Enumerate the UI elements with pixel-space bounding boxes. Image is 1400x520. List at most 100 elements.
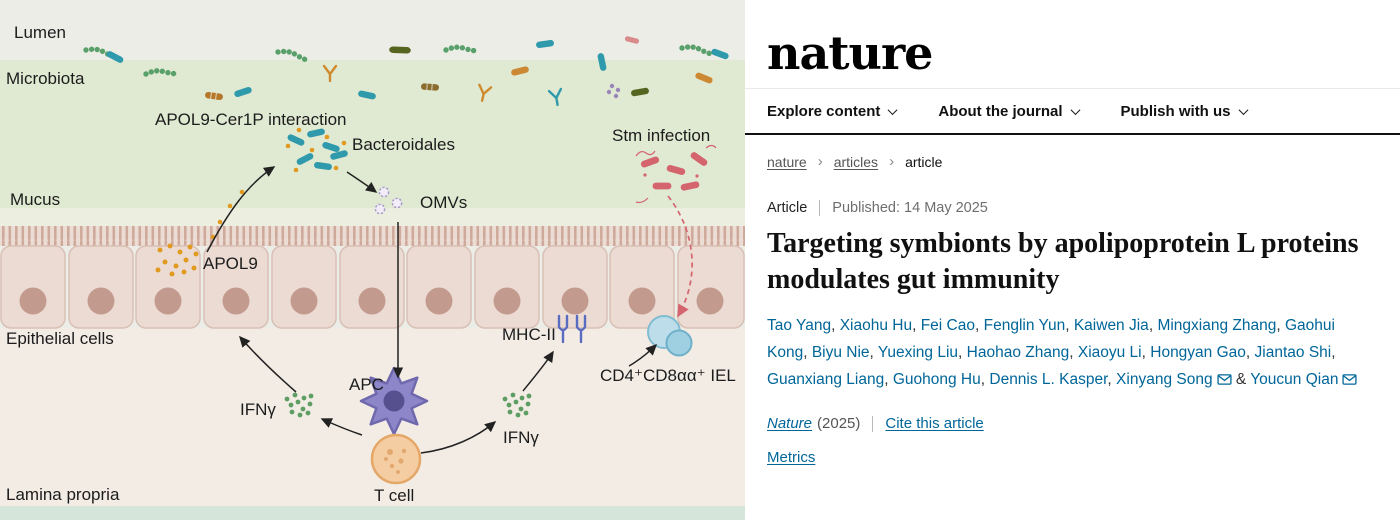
article-meta: Article Published: 14 May 2025 xyxy=(767,200,1374,216)
chevron-down-icon xyxy=(887,105,898,116)
chevron-right-icon: › xyxy=(889,153,895,170)
epithelium xyxy=(0,245,745,329)
author-link[interactable]: Hongyan Gao xyxy=(1150,343,1246,361)
label-mucus: Mucus xyxy=(10,190,60,209)
author-separator: , xyxy=(1141,343,1151,361)
divider xyxy=(819,200,821,216)
nav-about-the-journal[interactable]: About the journal xyxy=(938,103,1080,120)
article-panel: nature Explore content About the journal… xyxy=(745,0,1400,520)
chevron-down-icon xyxy=(1070,105,1080,116)
email-icon xyxy=(1217,374,1232,385)
author-separator: , xyxy=(912,316,921,334)
journal-line: Nature (2025) Cite this article xyxy=(767,415,1374,432)
label-apol9-cer1p: APOL9-Cer1P interaction xyxy=(155,110,347,129)
cell-nuclei xyxy=(19,287,724,315)
author-separator: , xyxy=(803,343,812,361)
author-separator: , xyxy=(1069,343,1078,361)
chevron-right-icon: › xyxy=(817,153,823,170)
nature-logo[interactable]: nature xyxy=(767,26,933,80)
iel-cell xyxy=(647,315,693,357)
author-link[interactable]: Xinyang Song xyxy=(1116,370,1213,388)
email-icon xyxy=(1342,374,1358,385)
author-link[interactable]: Xiaohu Hu xyxy=(839,316,913,334)
author-link[interactable]: Tao Yang xyxy=(767,316,832,334)
author-separator: , xyxy=(1107,370,1117,388)
journal-year: (2025) xyxy=(817,415,861,433)
label-mhc2: MHC-II xyxy=(502,325,556,344)
label-omvs: OMVs xyxy=(420,193,467,212)
label-lumen: Lumen xyxy=(14,23,66,42)
nav-publish-with-us[interactable]: Publish with us xyxy=(1120,103,1248,120)
author-link[interactable]: Dennis L. Kasper xyxy=(989,370,1108,388)
label-iel: CD4⁺CD8αα⁺ IEL xyxy=(600,366,736,385)
author-link[interactable]: Gaohui Kong xyxy=(767,316,1335,361)
nav-explore-content[interactable]: Explore content xyxy=(767,103,898,120)
breadcrumb-article: article xyxy=(905,153,943,170)
breadcrumb: nature › articles › article xyxy=(767,153,1374,170)
published-date: Published: 14 May 2025 xyxy=(832,200,988,216)
chevron-down-icon xyxy=(1238,105,1248,116)
stm-invasion-path xyxy=(667,195,693,318)
figure-panel: Lumen Microbiota APOL9-Cer1P interaction… xyxy=(0,0,745,520)
purple-cocci-icon xyxy=(606,83,621,99)
author-link[interactable]: Jiantao Shi xyxy=(1254,343,1332,361)
label-t-cell: T cell xyxy=(374,486,414,505)
apol9-dots xyxy=(155,189,245,277)
author-link[interactable]: Kaiwen Jia xyxy=(1073,316,1149,334)
label-apol9: APOL9 xyxy=(203,254,258,273)
author-separator: , xyxy=(1148,316,1158,334)
label-lamina-propria: Lamina propria xyxy=(6,485,120,504)
stm-cluster xyxy=(635,144,717,204)
label-bacteroidales: Bacteroidales xyxy=(352,135,455,154)
breadcrumb-nature[interactable]: nature xyxy=(767,153,807,170)
author-separator: , xyxy=(1276,316,1285,334)
author-link[interactable]: Mingxiang Zhang xyxy=(1157,316,1277,334)
header-rule xyxy=(745,133,1400,135)
author-separator: & xyxy=(1231,370,1251,388)
author-link[interactable]: Fenglin Yun xyxy=(983,316,1066,334)
author-link[interactable]: Guohong Hu xyxy=(892,370,981,388)
t-cell xyxy=(370,433,422,485)
masthead: nature xyxy=(745,0,1400,89)
author-list: Tao Yang, Xiaohu Hu, Fei Cao, Fenglin Yu… xyxy=(767,312,1374,393)
metrics-row: Metrics xyxy=(767,449,1374,466)
apc-cell xyxy=(359,366,429,436)
metrics-link[interactable]: Metrics xyxy=(767,449,816,467)
author-separator: , xyxy=(831,316,840,334)
author-separator: , xyxy=(980,370,990,388)
tissue-layers xyxy=(0,0,745,520)
nav-label: Explore content xyxy=(767,103,881,120)
page-title: Targeting symbionts by apolipoprotein L … xyxy=(767,228,1359,295)
microbiota-icons xyxy=(82,35,730,108)
cite-link[interactable]: Cite this article xyxy=(885,415,984,433)
label-stm-infection: Stm infection xyxy=(612,126,710,145)
author-link[interactable]: Fei Cao xyxy=(920,316,975,334)
article-content: nature › articles › article Article Publ… xyxy=(745,135,1400,466)
author-link[interactable]: Guanxiang Liang xyxy=(767,370,885,388)
author-separator: , xyxy=(884,370,893,388)
label-apc: APC xyxy=(349,375,384,394)
divider xyxy=(872,415,874,432)
main-nav: Explore content About the journal Publis… xyxy=(745,89,1400,133)
mhc2-icons xyxy=(557,314,587,344)
author-link[interactable]: Yuexing Liu xyxy=(877,343,959,361)
nav-label: Publish with us xyxy=(1120,103,1231,120)
author-separator: , xyxy=(1245,343,1255,361)
author-separator: , xyxy=(958,343,967,361)
nav-label: About the journal xyxy=(938,103,1063,120)
author-separator: , xyxy=(975,316,984,334)
label-ifng-left: IFNγ xyxy=(240,400,276,419)
label-ifng-right: IFNγ xyxy=(503,428,539,447)
journal-link[interactable]: Nature xyxy=(767,415,813,433)
author-link[interactable]: Xiaoyu Li xyxy=(1077,343,1142,361)
pathway-arrows xyxy=(206,166,658,454)
author-link[interactable]: Haohao Zhang xyxy=(966,343,1070,361)
breadcrumb-articles[interactable]: articles xyxy=(833,153,879,170)
author-separator: , xyxy=(869,343,878,361)
label-microbiota: Microbiota xyxy=(6,69,85,88)
bacteroidales-cluster xyxy=(285,127,349,173)
article-type: Article xyxy=(767,200,808,216)
author-link[interactable]: Biyu Nie xyxy=(811,343,870,361)
author-link[interactable]: Youcun Qian xyxy=(1250,370,1339,388)
